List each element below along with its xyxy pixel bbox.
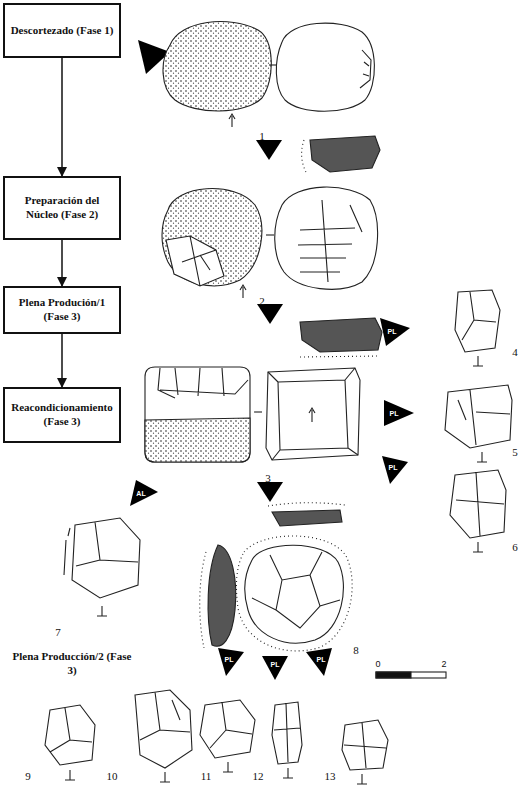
flake: [272, 702, 302, 764]
production-core: [145, 367, 250, 462]
flake: [45, 705, 95, 765]
callout-number: 4: [512, 346, 518, 358]
flow-arrow: [61, 334, 63, 387]
orientation-arrow: [240, 285, 246, 298]
callout-number: 8: [353, 644, 359, 656]
pointer-triangle: [306, 648, 332, 676]
cortex-band: [145, 418, 250, 462]
pointer-label: AL: [136, 490, 145, 497]
view-dash: [266, 234, 274, 235]
orientation-symbol: [65, 770, 75, 780]
callout-number: 3: [265, 472, 271, 484]
flake: [342, 720, 388, 770]
callout-number: 11: [201, 770, 212, 782]
scale-bar: [376, 672, 446, 678]
flake: [135, 690, 192, 768]
orientation-arrow: [229, 114, 235, 127]
pointer-label: PL: [390, 410, 399, 417]
process-box: Descortezado (Fase 1): [3, 3, 121, 58]
core-outline: [275, 187, 378, 289]
callout-number: 2: [259, 295, 265, 307]
cross-section: [272, 510, 342, 526]
callout-number: 13: [325, 770, 336, 782]
phase-label: Plena Producción/2 (Fase 3): [10, 650, 134, 678]
flow-arrow: [61, 240, 63, 286]
section-dots: [268, 503, 345, 506]
section-dots: [200, 552, 206, 648]
orientation-symbol: [473, 356, 483, 366]
flake: [455, 290, 500, 352]
phase-label: Reacondicionamiento (Fase 3): [9, 401, 115, 429]
pointer-label: PL: [225, 656, 234, 663]
phase-label: Plena Produción/1 (Fase 3): [9, 296, 115, 324]
callout-number: 7: [55, 626, 61, 638]
callout-number: 9: [25, 770, 31, 782]
prepared-core: [162, 189, 262, 286]
pointer-triangle: [380, 318, 410, 346]
section-dots: [236, 536, 352, 651]
cross-section: [208, 545, 236, 646]
orientation-symbol: [160, 772, 170, 782]
view-dash: [254, 411, 262, 412]
cross-section: [310, 136, 380, 172]
callout-number: 6: [512, 541, 518, 553]
flake-scar: [360, 50, 371, 88]
edge-bracket: [64, 528, 70, 575]
pointer-triangle: [262, 656, 288, 680]
nodule-outline: [276, 23, 374, 111]
process-box: Plena Produción/1 (Fase 3): [3, 286, 121, 334]
scale-label: 0: [375, 659, 380, 669]
pointer-label: PL: [317, 656, 326, 663]
callout-number: 1: [259, 130, 265, 142]
cortex-nodule: [163, 22, 271, 111]
section-dots: [300, 356, 380, 357]
pointer-label: PL: [388, 328, 397, 335]
process-box: Preparación del Núcleo (Fase 2): [3, 176, 121, 240]
core-facets: [158, 368, 248, 398]
flow-arrow: [61, 58, 63, 176]
core-facets: [166, 236, 224, 286]
flake: [72, 518, 140, 598]
orientation-symbol: [473, 542, 483, 552]
pointer-triangle: [257, 482, 283, 502]
pointer-label: PL: [389, 464, 398, 471]
phase-label: Descortezado (Fase 1): [11, 24, 114, 38]
section-dots: [302, 140, 307, 174]
core-outline: [266, 368, 360, 460]
flake: [450, 470, 506, 538]
core-facets: [252, 552, 340, 628]
orientation-symbol: [357, 774, 367, 784]
orientation-symbol: [223, 762, 233, 772]
pointer-label: PL: [271, 661, 280, 668]
core-facets: [298, 200, 362, 282]
orientation-symbol: [477, 452, 487, 462]
flake: [200, 700, 255, 758]
pointer-triangle: [218, 648, 244, 676]
exhausted-core: [245, 545, 344, 643]
phase-label: Preparación del Núcleo (Fase 2): [9, 194, 115, 222]
core-facets: [268, 368, 358, 460]
callout-number: 10: [107, 770, 118, 782]
pointer-triangle: [256, 140, 282, 160]
pointer-triangle: [382, 456, 408, 484]
flake: [445, 385, 512, 448]
orientation-symbol: [283, 768, 293, 778]
pointer-triangle: [384, 400, 414, 426]
pointer-triangle: [130, 480, 158, 506]
pointer-triangle: [257, 304, 283, 324]
orientation-arrow: [309, 408, 315, 422]
cross-section: [300, 318, 382, 352]
scale-label: 2: [441, 659, 446, 669]
scale-bar: [376, 672, 411, 678]
process-box: Reacondicionamiento (Fase 3): [3, 387, 121, 443]
callout-number: 12: [253, 770, 264, 782]
callout-number: 5: [512, 446, 518, 458]
orientation-symbol: [97, 606, 107, 616]
